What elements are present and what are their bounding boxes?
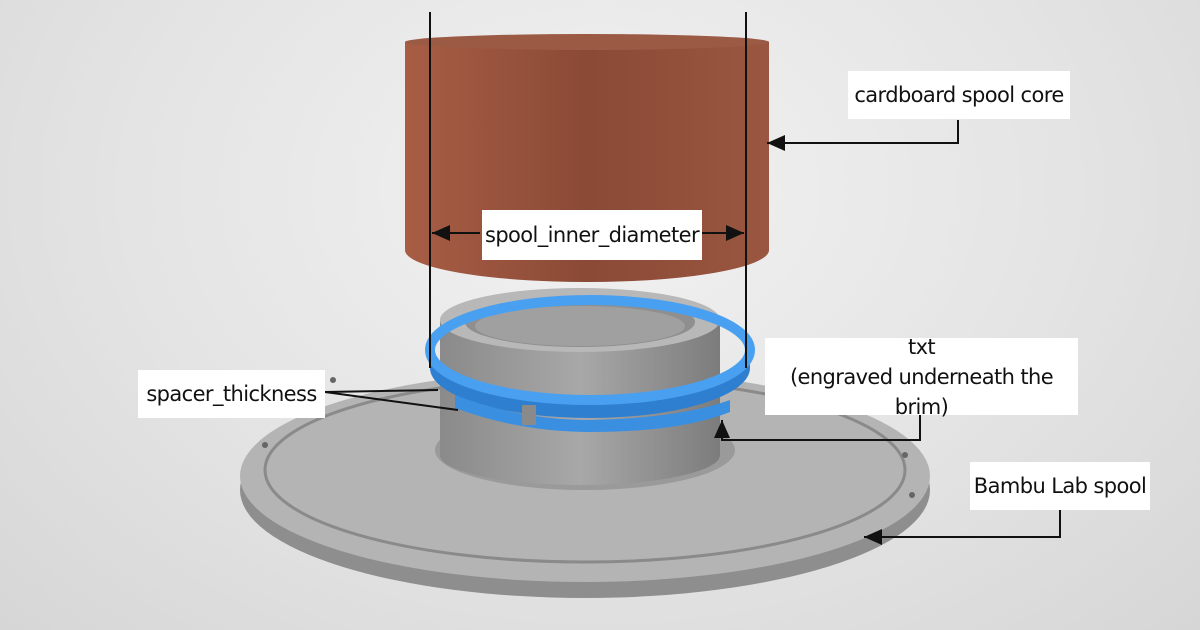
label-cardboard-core: cardboard spool core bbox=[848, 71, 1070, 119]
txt-title: txt bbox=[907, 334, 936, 359]
label-spool-inner-diameter: spool_inner_diameter bbox=[482, 210, 702, 260]
dimension-lines bbox=[324, 12, 1061, 545]
txt-note: (engraved underneath the brim) bbox=[789, 364, 1054, 419]
label-txt: txt (engraved underneath the brim) bbox=[765, 335, 1078, 419]
label-spacer-thickness: spacer_thickness bbox=[138, 370, 325, 418]
label-bambu-spool: Bambu Lab spool bbox=[970, 462, 1150, 510]
